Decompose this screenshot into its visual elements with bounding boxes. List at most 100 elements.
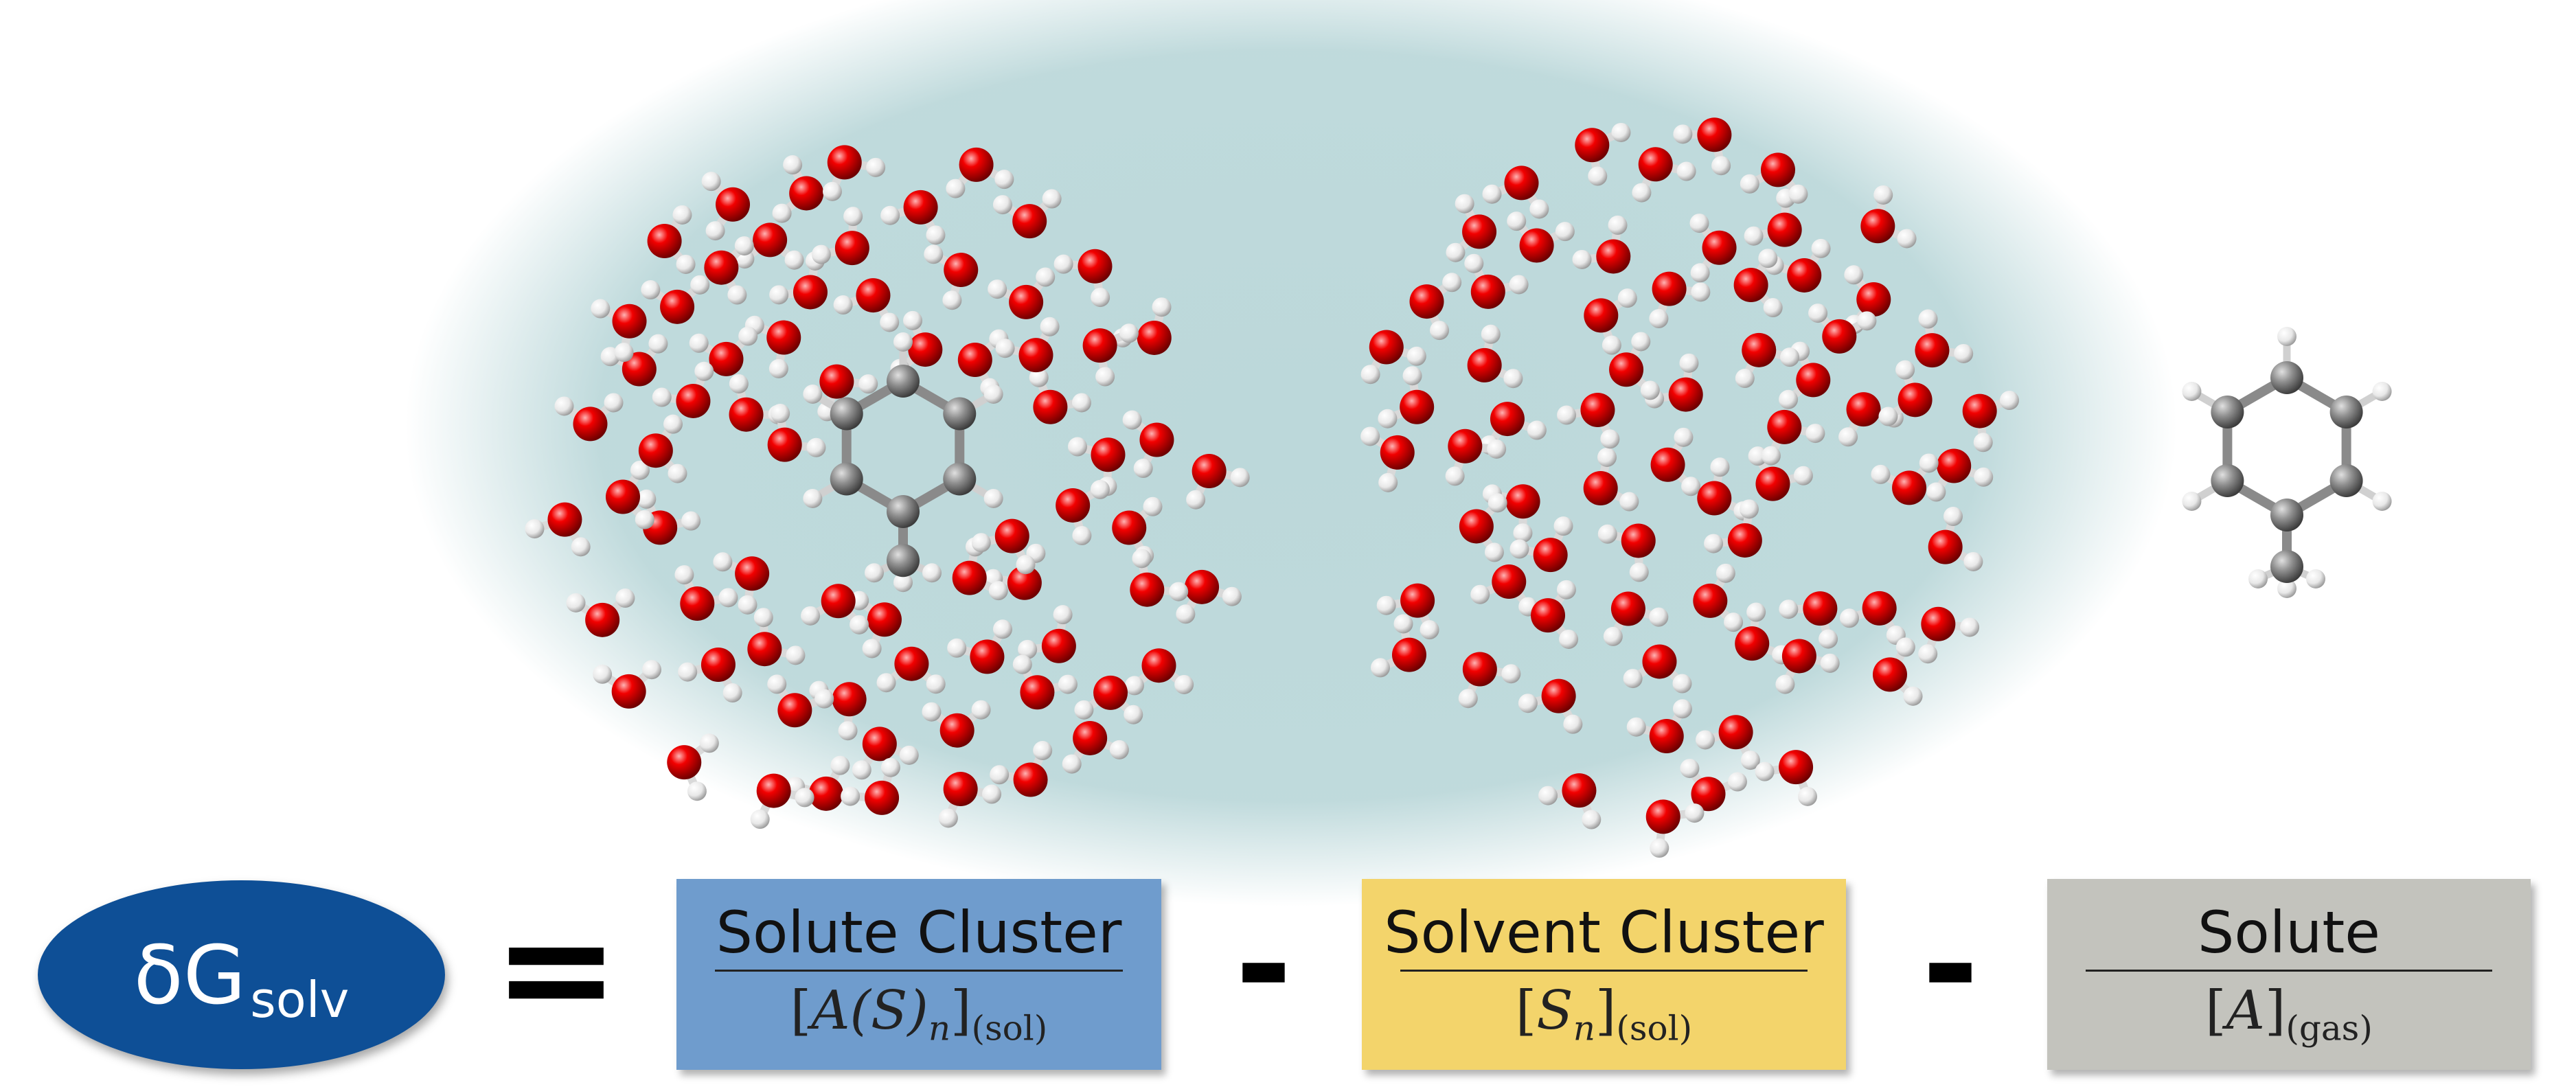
- hydrogen-atom: [1873, 185, 1893, 205]
- hydrogen-atom: [1897, 229, 1917, 249]
- water-molecule: [1926, 448, 1994, 502]
- hydrogen-atom: [1370, 658, 1390, 678]
- hydrogen-atom: [1420, 620, 1439, 640]
- oxygen-atom: [1541, 678, 1576, 713]
- water-molecule: [1735, 602, 1792, 665]
- water-molecule: [1053, 249, 1113, 308]
- oxygen-atom: [680, 586, 715, 621]
- oxygen-atom: [1012, 204, 1047, 239]
- hydrogen-atom: [1710, 457, 1730, 477]
- hydrogen-atom: [1838, 427, 1858, 447]
- hydrogen-atom: [841, 786, 860, 806]
- oxygen-atom: [1735, 626, 1770, 661]
- oxygen-atom: [1533, 538, 1568, 573]
- hydrogen-atom: [738, 326, 758, 346]
- hydrogen-atom: [705, 221, 725, 241]
- oxygen-atom: [611, 674, 646, 709]
- water-molecule: [1518, 678, 1583, 734]
- solvent-cluster-term: Solvent Cluster [Sn](sol): [1362, 879, 1846, 1070]
- hydrogen-atom: [843, 207, 863, 227]
- oxygen-atom: [1093, 675, 1128, 710]
- oxygen-atom: [716, 187, 751, 222]
- hydrogen-atom: [1509, 275, 1529, 295]
- hydrogen-atom: [767, 674, 787, 694]
- hydrogen-atom: [1811, 238, 1831, 258]
- hydrogen-atom: [1481, 324, 1501, 344]
- water-molecule: [1755, 750, 1818, 806]
- hydrogen-atom: [803, 489, 823, 508]
- hydrogen-atom: [1839, 608, 1859, 628]
- hydrogen-atom: [876, 673, 896, 693]
- oxygen-atom: [612, 304, 647, 339]
- hydrogen-atom: [1376, 595, 1396, 615]
- hydrogen-atom: [1133, 459, 1153, 479]
- hydrogen-atom: [1588, 166, 1608, 186]
- water-molecule: [1583, 447, 1639, 512]
- hydrogen-atom: [718, 588, 738, 608]
- water-molecule: [1557, 392, 1620, 449]
- hydrogen-atom: [2372, 382, 2392, 401]
- water-molecule: [1695, 715, 1760, 770]
- hydrogen-atom: [814, 689, 834, 709]
- oxygen-atom: [1846, 392, 1881, 427]
- water-molecule: [1467, 324, 1523, 389]
- oxygen-atom: [1856, 282, 1891, 317]
- water-molecule: [947, 619, 1012, 674]
- oxygen-atom: [827, 145, 862, 180]
- water-molecule: [990, 741, 1053, 797]
- hydrogen-atom: [727, 285, 747, 305]
- oxygen-atom: [1742, 332, 1777, 367]
- hydrogen-atom: [1033, 741, 1053, 761]
- hydrogen-atom: [637, 489, 657, 509]
- hydrogen-atom: [982, 784, 1002, 804]
- oxygen-atom: [1562, 773, 1597, 808]
- hydrogen-atom: [1186, 490, 1206, 510]
- hydrogen-atom: [1442, 273, 1462, 293]
- water-molecule: [1482, 165, 1549, 219]
- hydrogen-atom: [947, 638, 967, 658]
- solvent-cluster-waters: [1360, 117, 2019, 858]
- hydrogen-atom: [1378, 409, 1398, 428]
- oxygen-atom: [1697, 481, 1732, 516]
- water-molecule: [1124, 648, 1194, 696]
- hydrogen-atom: [983, 385, 1003, 404]
- water-molecule: [1689, 214, 1737, 283]
- oxygen-atom: [1638, 147, 1673, 182]
- hydrogen-atom: [1695, 730, 1715, 750]
- water-molecule: [1673, 117, 1732, 176]
- oxygen-atom: [1761, 152, 1796, 187]
- oxygen-atom: [1459, 509, 1494, 544]
- hydrogen-atom: [668, 464, 687, 483]
- oxygen-atom: [1652, 271, 1687, 306]
- oxygen-atom: [1733, 268, 1768, 303]
- oxygen-atom: [1575, 128, 1610, 163]
- water-molecule: [772, 155, 824, 223]
- hydrogen-atom: [1895, 360, 1915, 380]
- hydrogen-atom: [1820, 653, 1840, 673]
- hydrogen-atom: [1042, 189, 1062, 209]
- hydrogen-atom: [1727, 772, 1747, 792]
- hydrogen-atom: [1681, 477, 1701, 496]
- water-molecule: [713, 552, 770, 615]
- water-molecule: [1378, 366, 1435, 428]
- carbon-atom: [2329, 464, 2363, 497]
- hydrogen-atom: [672, 205, 692, 225]
- water-molecule: [667, 733, 719, 801]
- oxygen-atom: [865, 780, 900, 815]
- oxygen-atom: [756, 773, 791, 808]
- hydrogen-atom: [1572, 249, 1592, 269]
- hydrogen-atom: [1124, 705, 1143, 724]
- oxygen-atom: [622, 352, 657, 387]
- oxygen-atom: [1467, 347, 1502, 382]
- hydrogen-atom: [992, 195, 1012, 215]
- water-molecule: [600, 334, 668, 387]
- hydrogen-atom: [734, 236, 754, 256]
- hydrogen-atom: [1763, 298, 1783, 318]
- oxygen-atom: [867, 602, 902, 637]
- hydrogen-atom: [1926, 482, 1946, 502]
- hydrogen-atom: [1470, 584, 1490, 604]
- hydrogen-atom: [838, 721, 858, 741]
- oxygen-atom: [585, 602, 620, 637]
- hydrogen-atom: [604, 393, 624, 413]
